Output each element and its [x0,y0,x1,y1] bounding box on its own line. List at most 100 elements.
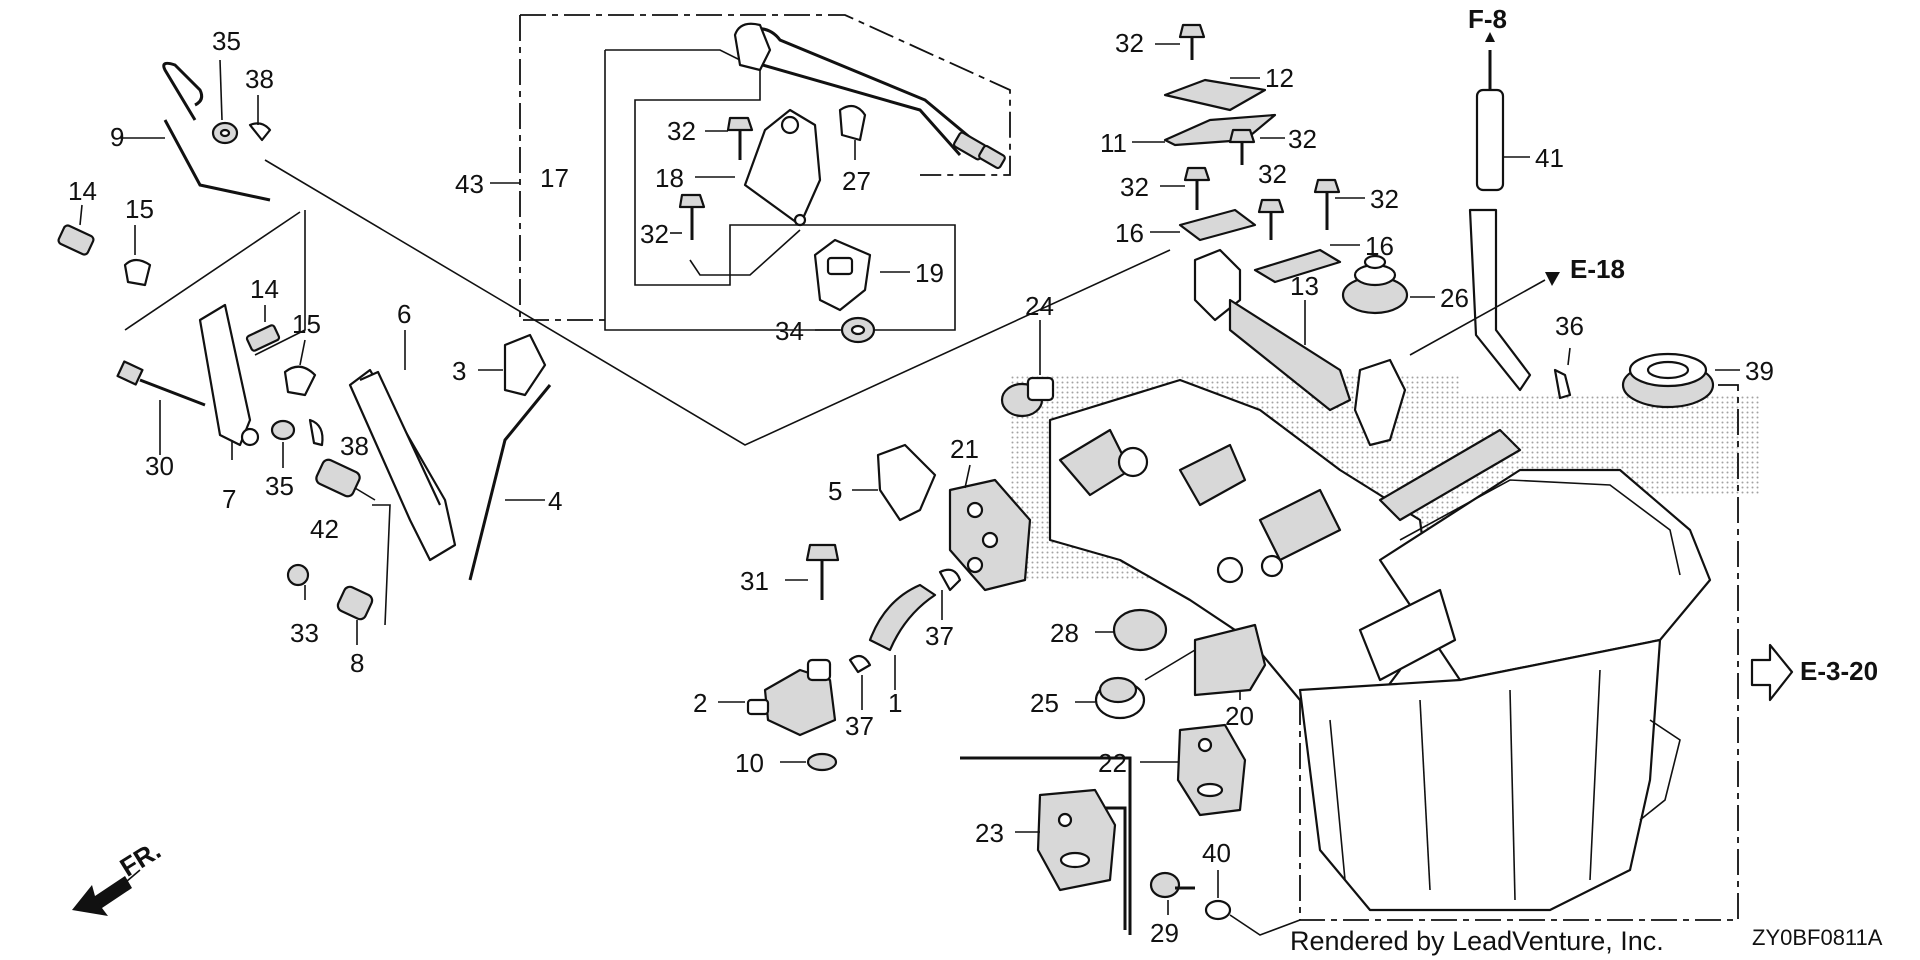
label-24[interactable]: 24 [1025,291,1054,321]
washer-35-lower [270,419,296,468]
label-43[interactable]: 43 [455,169,484,199]
label-17[interactable]: 17 [540,163,569,193]
seal-39 [1621,352,1740,409]
label-35-top[interactable]: 35 [212,26,241,56]
sleeve-42 [315,458,376,501]
pin-14-lower [245,305,281,352]
label-32-c[interactable]: 32 [1115,28,1144,58]
bolt-32-d [1228,128,1285,165]
grommet-19 [813,238,910,312]
label-6[interactable]: 6 [397,299,411,329]
pad-21 [948,464,1032,592]
label-10[interactable]: 10 [735,748,764,778]
callout-labels: 35 38 9 14 15 14 15 6 3 30 7 35 38 42 4 … [68,26,1774,948]
label-37-b[interactable]: 37 [845,711,874,741]
bracket-3 [478,333,547,397]
label-25[interactable]: 25 [1030,688,1059,718]
label-40[interactable]: 40 [1202,838,1231,868]
label-13[interactable]: 13 [1290,271,1319,301]
label-32-a[interactable]: 32 [667,116,696,146]
label-32-g[interactable]: 32 [1370,184,1399,214]
clip-38-lower [308,418,324,447]
label-30[interactable]: 30 [145,451,174,481]
bolt-32-b [670,193,801,276]
label-38-lower[interactable]: 38 [340,431,369,461]
bolt-32-e [1160,166,1211,210]
label-23[interactable]: 23 [975,818,1004,848]
group-outline-43 [490,14,1011,321]
clip-15-lower [283,339,317,397]
label-9[interactable]: 9 [110,122,124,152]
shift-rod-9 [120,61,271,202]
clamp-37-a [938,568,962,620]
label-21[interactable]: 21 [950,434,979,464]
hose-1 [868,583,937,690]
boundary-lines [124,159,1739,935]
nut-34 [815,316,876,344]
label-15-top[interactable]: 15 [125,194,154,224]
label-15-lower[interactable]: 15 [292,309,321,339]
label-1[interactable]: 1 [888,688,902,718]
label-33[interactable]: 33 [290,618,319,648]
label-16-right[interactable]: 16 [1365,231,1394,261]
label-32-b[interactable]: 32 [640,219,669,249]
label-26[interactable]: 26 [1440,283,1469,313]
label-14-top[interactable]: 14 [68,176,97,206]
label-37-a[interactable]: 37 [925,621,954,651]
oil-case [1048,378,1712,912]
label-27[interactable]: 27 [842,166,871,196]
nut-33 [286,563,310,600]
ref-f-8[interactable]: F-8 [1468,4,1507,34]
rod-4 [468,384,552,581]
plug-28 [1095,608,1168,652]
clip-38-top [248,95,272,142]
bolt-31 [785,543,840,600]
label-4[interactable]: 4 [548,486,562,516]
front-arrow-icon [72,869,141,916]
label-22[interactable]: 22 [1098,748,1127,778]
label-32-f[interactable]: 32 [1258,159,1287,189]
label-41[interactable]: 41 [1535,143,1564,173]
bolt-32-f [1257,198,1285,240]
bolt-32-g [1313,178,1365,230]
ref-e-18[interactable]: E-18 [1570,254,1625,284]
washer-40 [1204,870,1301,936]
label-16-left[interactable]: 16 [1115,218,1144,248]
label-7[interactable]: 7 [222,484,236,514]
label-11[interactable]: 11 [1100,128,1127,158]
label-34[interactable]: 34 [775,316,804,346]
label-19[interactable]: 19 [915,258,944,288]
pin-14-top [57,204,95,256]
label-36[interactable]: 36 [1555,311,1584,341]
label-42[interactable]: 42 [310,514,339,544]
label-5[interactable]: 5 [828,476,842,506]
label-12[interactable]: 12 [1265,63,1294,93]
label-18[interactable]: 18 [655,163,684,193]
label-2[interactable]: 2 [693,688,707,718]
clip-15-top [123,225,152,287]
bolt-32-a [705,116,754,160]
label-8[interactable]: 8 [350,648,364,678]
diagram-code: ZY0BF0811A [1752,925,1883,950]
hose-41 [1468,32,1532,392]
label-31[interactable]: 31 [740,566,769,596]
plate-16-left [1150,208,1257,242]
label-20[interactable]: 20 [1225,701,1254,731]
lever-7 [198,303,260,460]
label-39[interactable]: 39 [1745,356,1774,386]
label-38-top[interactable]: 38 [245,64,274,94]
bolt-29 [1149,871,1195,915]
label-3[interactable]: 3 [452,356,466,386]
label-32-e[interactable]: 32 [1120,172,1149,202]
arrow-e-3-20 [1750,643,1794,702]
pad-22 [1140,723,1247,817]
label-35-lower[interactable]: 35 [265,471,294,501]
bracket-24 [1000,320,1055,418]
arrow-e-18 [1409,272,1560,356]
label-28[interactable]: 28 [1050,618,1079,648]
label-32-d[interactable]: 32 [1288,124,1317,154]
ref-e-3-20[interactable]: E-3-20 [1800,656,1878,686]
label-29[interactable]: 29 [1150,918,1179,948]
label-14-lower[interactable]: 14 [250,274,279,304]
